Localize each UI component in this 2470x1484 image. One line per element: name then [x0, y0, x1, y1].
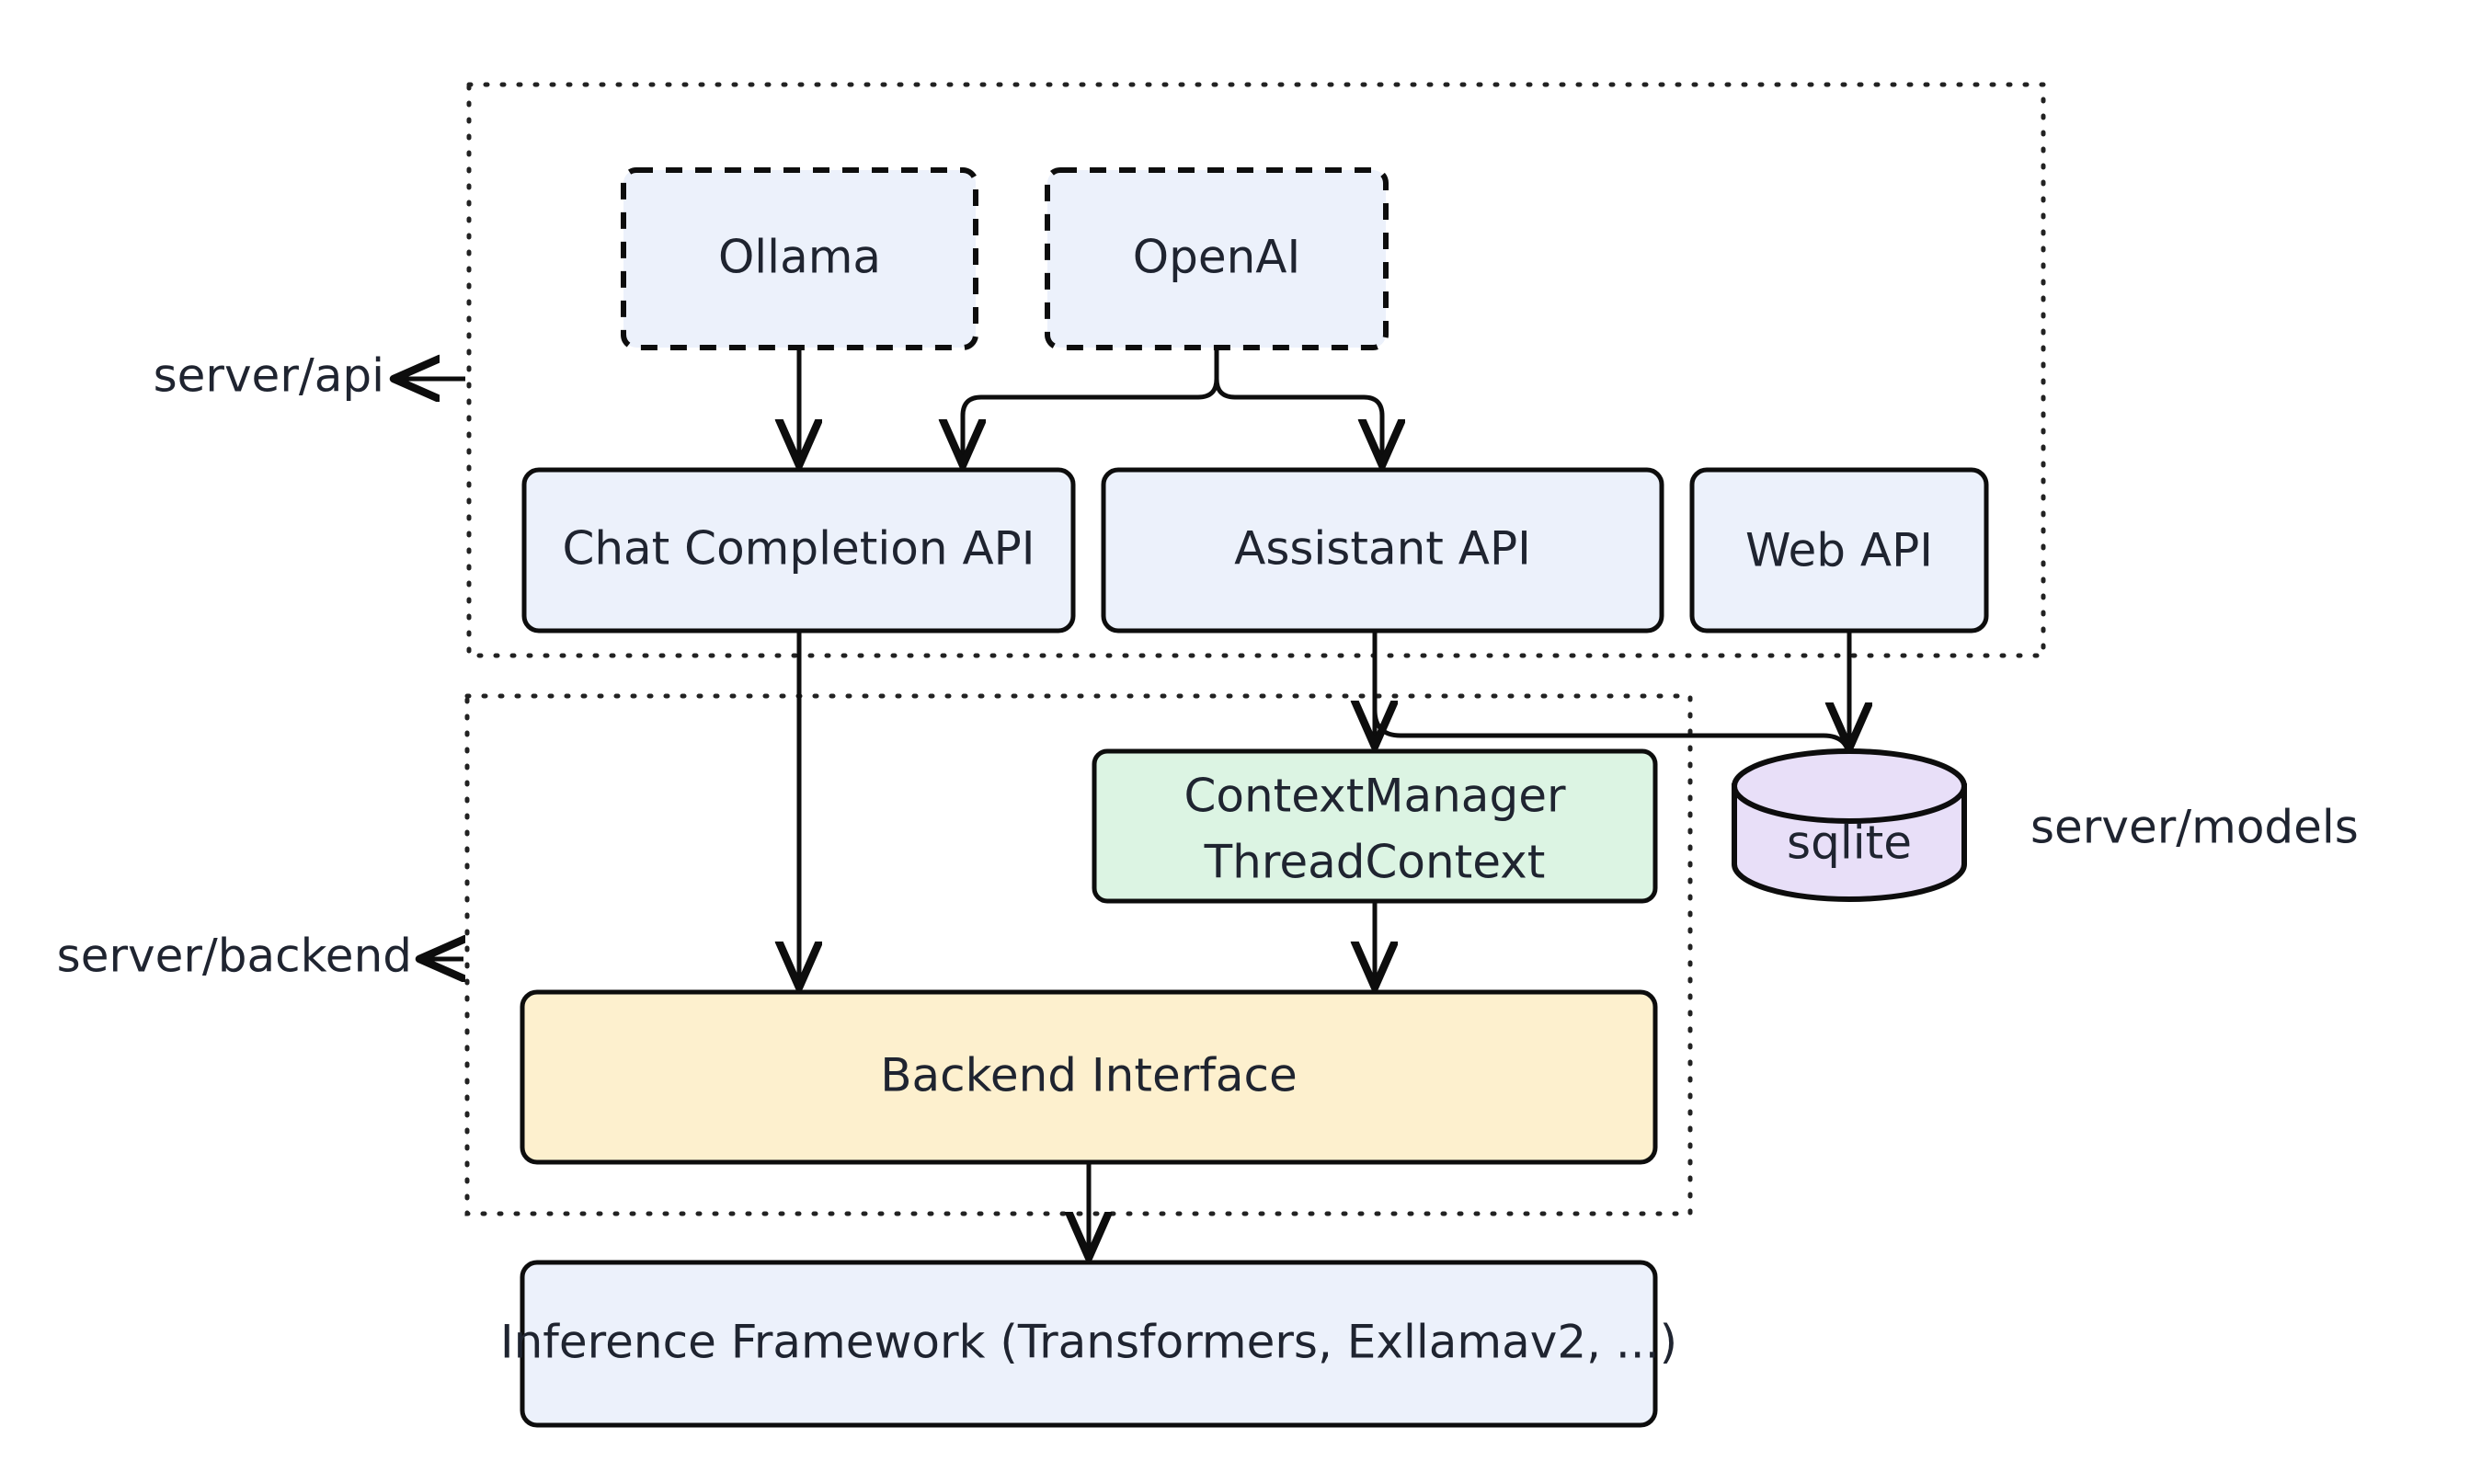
node-openai[interactable]: OpenAI	[1045, 167, 1389, 350]
node-inference-framework-box[interactable]	[520, 1260, 1658, 1428]
node-sqlite-top[interactable]	[1732, 748, 1967, 824]
node-context-manager-box[interactable]	[1092, 748, 1658, 904]
container-server-api: server/api	[154, 82, 2046, 658]
node-context-manager-label-line1: ContextManager	[1184, 770, 1565, 823]
node-assistant-api[interactable]: Assistant API	[1101, 467, 1664, 634]
node-context-manager[interactable]: ContextManager ThreadContext	[1092, 748, 1658, 904]
node-backend-interface-label: Backend Interface	[880, 1049, 1298, 1102]
node-assistant-api-box[interactable]	[1101, 467, 1664, 634]
node-assistant-api-label: Assistant API	[1234, 522, 1531, 576]
node-chat-completion-api[interactable]: Chat Completion API	[521, 467, 1076, 634]
node-ollama[interactable]: Ollama	[621, 167, 978, 350]
node-backend-interface-box[interactable]	[520, 989, 1658, 1165]
node-inference-framework-label: Inference Framework (Transformers, Exlla…	[500, 1316, 1677, 1369]
node-ollama-box[interactable]	[621, 167, 978, 350]
node-backend-interface[interactable]: Backend Interface	[520, 989, 1658, 1165]
node-sqlite[interactable]: sqlite	[1732, 748, 1967, 902]
node-ollama-label: Ollama	[718, 231, 881, 284]
node-inference-framework[interactable]: Inference Framework (Transformers, Exlla…	[500, 1260, 1677, 1428]
node-web-api-label: Web API	[1745, 524, 1933, 577]
node-openai-label: OpenAI	[1133, 231, 1301, 284]
container-server-api-border	[466, 82, 2046, 658]
label-server-models: server/models	[2030, 801, 2359, 854]
container-server-backend-label: server/backend	[57, 930, 412, 983]
node-openai-box[interactable]	[1045, 167, 1389, 350]
container-server-api-label: server/api	[154, 349, 384, 403]
edge-openai-to-assistant-api	[1214, 348, 1382, 463]
node-web-api-box[interactable]	[1689, 467, 1989, 634]
node-context-manager-label-line2: ThreadContext	[1204, 836, 1546, 889]
node-chat-completion-api-label: Chat Completion API	[562, 522, 1035, 576]
node-sqlite-label: sqlite	[1787, 816, 1912, 870]
edge-openai-to-chat-completion-api	[963, 348, 1219, 463]
node-chat-completion-api-box[interactable]	[521, 467, 1076, 634]
node-web-api[interactable]: Web API	[1689, 467, 1989, 634]
